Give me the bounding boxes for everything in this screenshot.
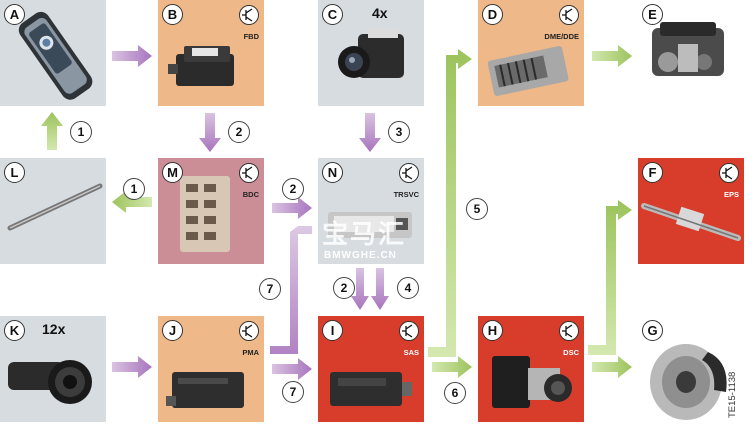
- arrow-l-a: [41, 112, 63, 150]
- module-label-fbd: FBD: [244, 32, 259, 41]
- arrow-c-n: [359, 113, 381, 152]
- letter-n-badge: N: [322, 162, 343, 183]
- arrow-i-h: [432, 356, 472, 378]
- transistor-icon: [239, 163, 259, 183]
- box-f-eps: F EPS: [638, 158, 744, 264]
- letter-l-badge: L: [4, 162, 25, 183]
- letter-g-badge: G: [642, 320, 663, 341]
- watermark-logo: 宝马汇: [322, 214, 406, 251]
- connection-number-3-cn: 3: [388, 121, 410, 143]
- box-c-camera: C 4x: [318, 0, 424, 106]
- transistor-icon: [239, 5, 259, 25]
- connection-number-7-jn: 7: [259, 278, 281, 300]
- letter-f-badge: F: [642, 162, 663, 183]
- connection-number-6-ih: 6: [444, 382, 466, 404]
- transistor-icon: [399, 163, 419, 183]
- letter-a-badge: A: [4, 4, 25, 25]
- box-j-pma: J PMA: [158, 316, 264, 422]
- arrow-a-b: [112, 45, 152, 67]
- module-label-bdc: BDC: [243, 190, 259, 199]
- box-a-key: A: [0, 0, 106, 106]
- arrow-h-f: [588, 200, 632, 355]
- count-label-c: 4x: [372, 5, 388, 21]
- arrow-h-g: [592, 356, 632, 378]
- figure-id: TE15-1138: [727, 372, 738, 418]
- module-label-dme: DME/DDE: [544, 32, 579, 41]
- connection-number-2-ni: 2: [333, 277, 355, 299]
- box-l-antenna: L: [0, 158, 106, 264]
- arrow-b-m: [199, 113, 221, 152]
- box-b-fbd: B FBD: [158, 0, 264, 106]
- box-i-sas: I SAS: [318, 316, 424, 422]
- letter-m-badge: M: [162, 162, 183, 183]
- box-m-bdc: M BDC: [158, 158, 264, 264]
- connection-number-2-mn: 2: [282, 178, 304, 200]
- arrow-i-d: [428, 49, 472, 357]
- count-label-k: 12x: [42, 321, 65, 337]
- module-label-eps: EPS: [724, 190, 739, 199]
- letter-d-badge: D: [482, 4, 503, 25]
- arrow-d-e: [592, 45, 632, 67]
- letter-e-badge: E: [642, 4, 663, 25]
- box-k-sensor: K 12x: [0, 316, 106, 422]
- letter-b-badge: B: [162, 4, 183, 25]
- connection-number-2-bm: 2: [228, 121, 250, 143]
- module-label-pma: PMA: [242, 348, 259, 357]
- connection-number-7-ji: 7: [282, 381, 304, 403]
- transistor-icon: [719, 163, 739, 183]
- module-label-dsc: DSC: [563, 348, 579, 357]
- transistor-icon: [399, 321, 419, 341]
- letter-c-badge: C: [322, 4, 343, 25]
- connection-number-1-la: 1: [70, 121, 92, 143]
- letter-k-badge: K: [4, 320, 25, 341]
- transistor-icon: [559, 321, 579, 341]
- letter-h-badge: H: [482, 320, 503, 341]
- box-e-engine: E: [638, 0, 744, 106]
- connection-number-4-ni: 4: [397, 277, 419, 299]
- arrow-m-n: [272, 197, 312, 219]
- transistor-icon: [559, 5, 579, 25]
- transistor-icon: [239, 321, 259, 341]
- letter-i-badge: I: [322, 320, 343, 341]
- box-h-dsc: H DSC: [478, 316, 584, 422]
- arrow-j-i: [272, 358, 312, 380]
- module-label-sas: SAS: [404, 348, 419, 357]
- box-d-dme: D DME/DDE: [478, 0, 584, 106]
- arrow-n-i-b: [371, 268, 389, 310]
- connection-number-5-id: 5: [466, 198, 488, 220]
- connection-number-1-ml: 1: [123, 178, 145, 200]
- watermark-site: BMWGHE.CN: [324, 250, 397, 261]
- arrow-k-j: [112, 356, 152, 378]
- box-n-trsvc: N TRSVC 宝马汇 BMWGHE.CN: [318, 158, 424, 264]
- module-label-trsvc: TRSVC: [394, 190, 419, 199]
- letter-j-badge: J: [162, 320, 183, 341]
